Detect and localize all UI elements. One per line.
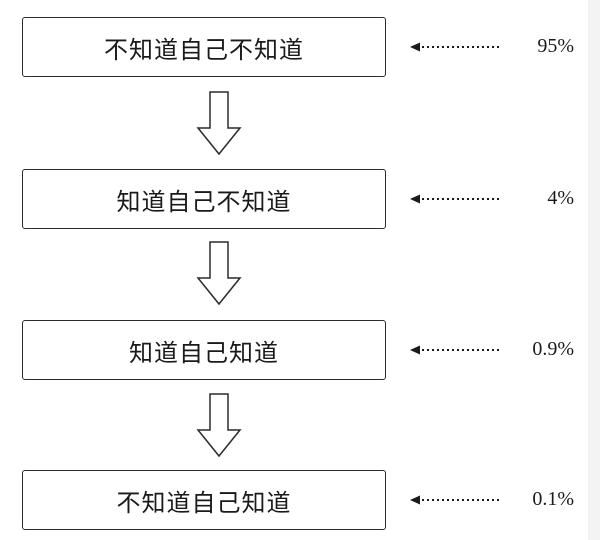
down-arrow-3-icon <box>196 393 242 458</box>
stage-label-3: 知道自己知道 <box>129 338 279 367</box>
stage-label-2: 知道自己不知道 <box>116 187 292 216</box>
stage-percentage-3: 0.9% <box>532 338 574 360</box>
down-arrow-2-icon <box>196 241 242 306</box>
stage-percentage-4: 0.1% <box>532 488 574 510</box>
stage-percentage-2: 4% <box>547 187 574 209</box>
stage-box-2: 知道自己不知道 <box>22 169 386 229</box>
pointer-arrow-3-icon <box>410 345 501 355</box>
stage-label-1: 不知道自己不知道 <box>104 35 304 64</box>
page-edge-shading <box>588 0 600 540</box>
pointer-arrow-2-icon <box>410 194 501 204</box>
stage-box-1: 不知道自己不知道 <box>22 17 386 77</box>
pointer-arrow-1-icon <box>410 42 501 52</box>
pointer-arrow-4-icon <box>410 495 501 505</box>
stage-percentage-1: 95% <box>537 35 574 57</box>
down-arrow-1-icon <box>196 91 242 156</box>
stage-label-4: 不知道自己知道 <box>116 488 292 517</box>
stage-box-4: 不知道自己知道 <box>22 470 386 530</box>
stage-box-3: 知道自己知道 <box>22 320 386 380</box>
